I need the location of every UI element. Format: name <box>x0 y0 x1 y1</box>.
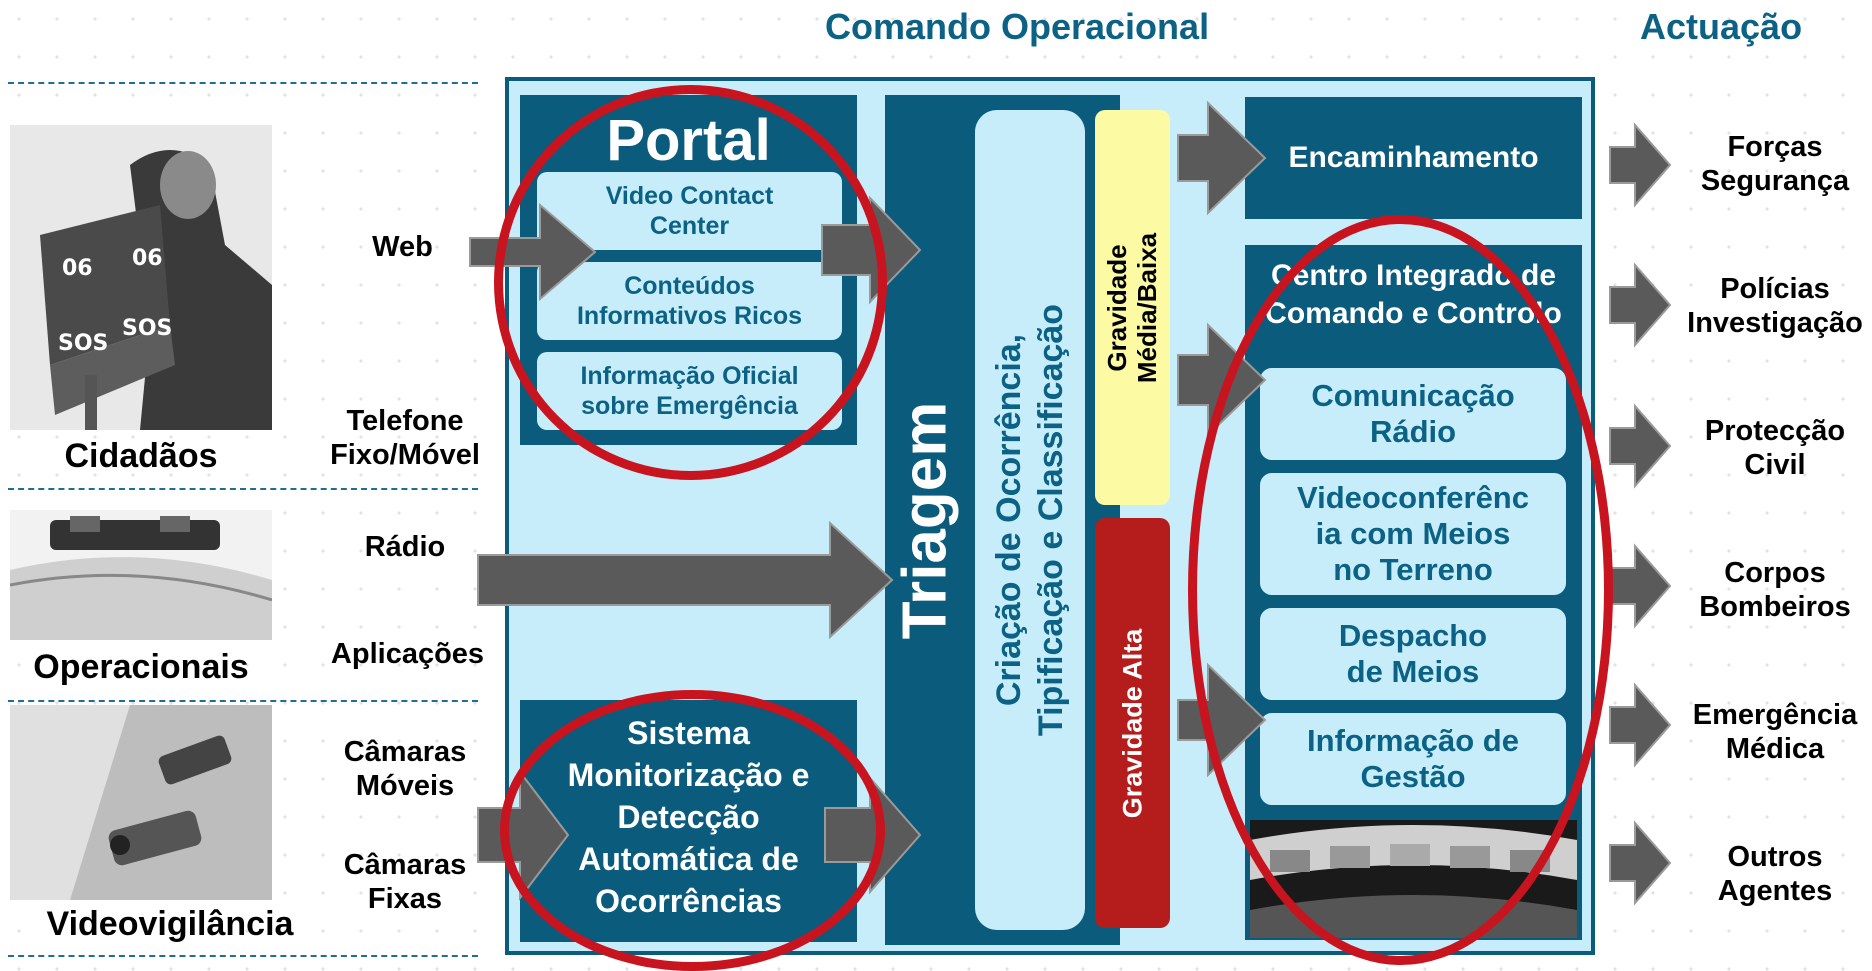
gravidade-alta-label: Gravidade Alta <box>1117 628 1148 818</box>
channel-web: Web <box>372 231 433 263</box>
separator-line <box>8 82 478 84</box>
actuacao-proteccao-civil: Protecção Civil <box>1704 415 1846 481</box>
sos-phone-photo: 06 06 SOS SOS <box>10 125 272 430</box>
centro-integrado-title: Centro Integrado de Comando e Controlo <box>1265 259 1562 330</box>
gravidade-media-box <box>1095 110 1170 505</box>
portal-item-informacao-oficial: Informação Oficial sobre Emergência <box>537 352 842 430</box>
actuacao-emergencia-medica: Emergência Médica <box>1692 699 1858 765</box>
actuacao-outros: Outros Agentes <box>1717 841 1833 907</box>
criacao-box <box>975 110 1085 930</box>
criacao-label-wrap: Criação de Ocorrência, Tipificação e Cla… <box>975 110 1085 930</box>
centro-item-informacao-gestao: Informação de Gestão <box>1260 713 1566 805</box>
header-actuacao: Actuação <box>1640 6 1803 47</box>
channel-camaras-fixas: Câmaras Fixas <box>343 849 467 915</box>
centro-item-comunicacao-radio: Comunicação Rádio <box>1260 368 1566 460</box>
channel-aplicacoes: Aplicações <box>330 638 485 670</box>
gravidade-alta-box <box>1095 518 1170 928</box>
svg-text:06: 06 <box>132 246 163 271</box>
channel-radio: Rádio <box>364 531 446 563</box>
police-car-photo <box>10 510 272 640</box>
control-room-photo <box>1250 820 1577 938</box>
triagem-label-wrap: Triagem <box>885 95 965 945</box>
gravidade-media-label: Gravidade Média/Baixa <box>1102 232 1163 383</box>
triagem-label: Triagem <box>890 401 960 639</box>
monitorizacao-label: Sistema Monitorização e Detecção Automát… <box>567 715 810 919</box>
criacao-label: Criação de Ocorrência, Tipificação e Cla… <box>990 303 1071 737</box>
monitorizacao-box <box>520 700 857 942</box>
group-operacionais: Operacionais <box>33 648 249 686</box>
group-videovigilancia: Videovigilância <box>46 905 294 943</box>
actuacao-forcas-seguranca: Forças Segurança <box>1700 131 1850 197</box>
portal-title: Portal <box>606 108 771 173</box>
gravidade-media-wrap: Gravidade Média/Baixa <box>1095 110 1170 505</box>
svg-text:SOS: SOS <box>58 331 108 356</box>
separator-line <box>8 700 478 702</box>
actuacao-bombeiros: Corpos Bombeiros <box>1699 557 1851 623</box>
gravidade-alta-wrap: Gravidade Alta <box>1095 518 1170 928</box>
actuacao-policias: Polícias Investigação <box>1687 273 1863 339</box>
centro-item-despacho: Despacho de Meios <box>1260 608 1566 700</box>
portal-item-conteudos: Conteúdos Informativos Ricos <box>537 262 842 340</box>
portal-item-video-contact: Video Contact Center <box>537 172 842 250</box>
separator-line <box>8 955 478 957</box>
separator-line <box>8 488 478 490</box>
svg-text:SOS: SOS <box>122 316 172 341</box>
cctv-camera-photo <box>10 705 272 900</box>
centro-item-videoconferencia: Videoconferênc ia com Meios no Terreno <box>1260 473 1566 595</box>
svg-text:06: 06 <box>62 256 93 281</box>
header-comando-operacional: Comando Operacional <box>825 6 1210 47</box>
group-cidadaos: Cidadãos <box>64 437 218 475</box>
channel-telefone: Telefone Fixo/Móvel <box>330 405 480 471</box>
channel-camaras-moveis: Câmaras Móveis <box>343 736 467 802</box>
encaminhamento-box <box>1245 97 1582 219</box>
encaminhamento-label: Encaminhamento <box>1288 141 1539 174</box>
